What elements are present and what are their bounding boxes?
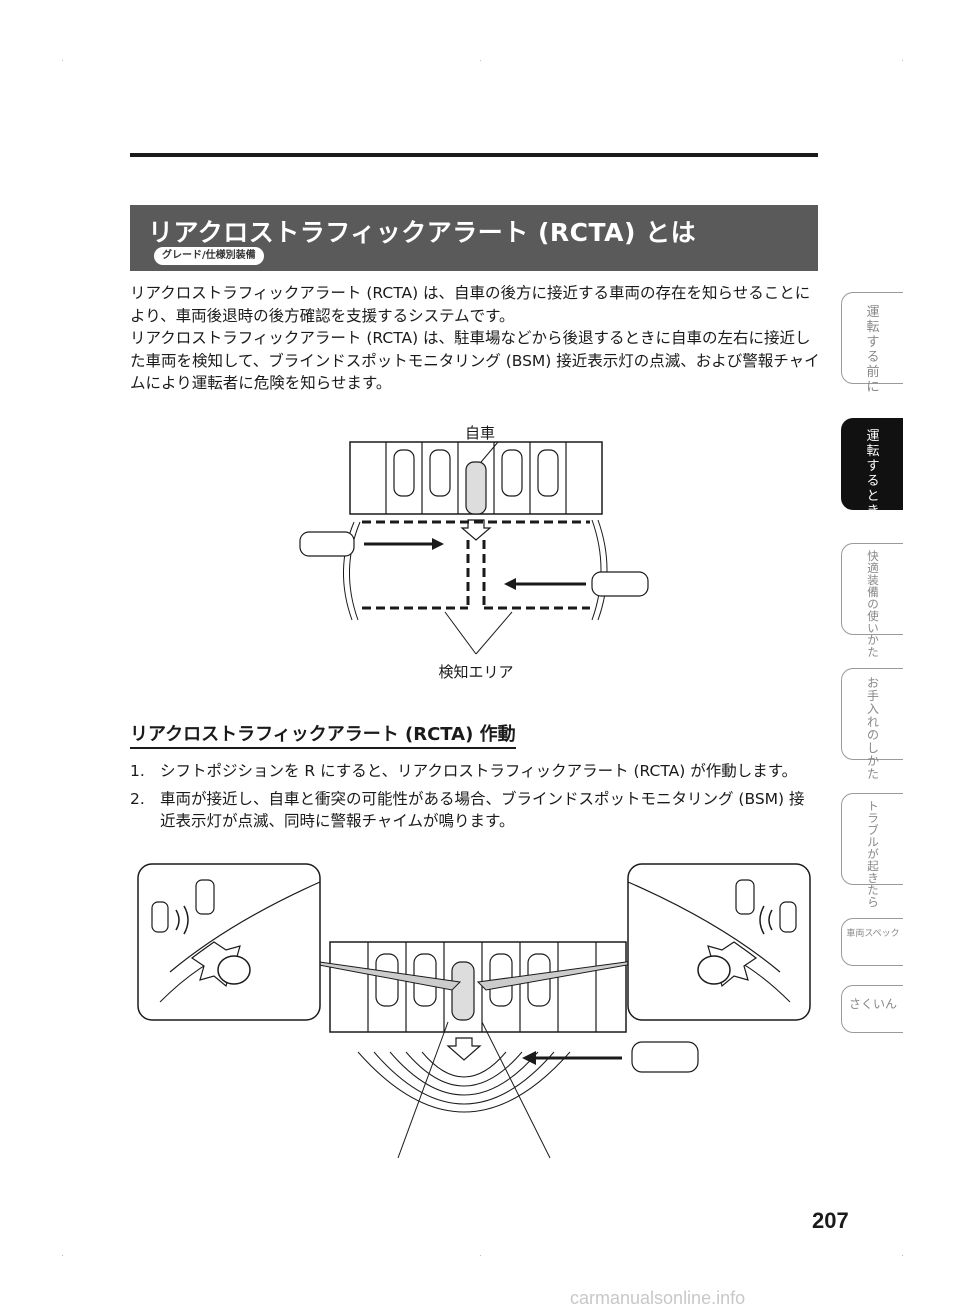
step-number: 2. [130,790,145,808]
rcta-operation-figure [137,863,811,1159]
step-list: 1. シフトポジションを R にすると、リアクロストラフィックアラート (RCT… [130,760,820,838]
grade-badge: グレード/仕様別装備 [154,247,264,265]
page-number: 207 [812,1208,849,1233]
step-number: 1. [130,762,145,780]
tab-label: 車両スペック [846,929,900,939]
tab-label: 運転するときに [866,429,880,534]
tab-troubleshooting[interactable]: トラブルが起きたら [841,793,903,908]
section-header: リアクロストラフィックアラート (RCTA) とは グレード/仕様別装備 [130,205,818,271]
crop-mark [480,1255,481,1256]
rcta-detection-area-figure: 自車 検知エリア [299,424,649,681]
sub-heading: リアクロストラフィックアラート (RCTA) 作動 [130,720,516,749]
intro-text: リアクロストラフィックアラート (RCTA) は、自車の後方に接近する車両の存在… [130,282,820,395]
crop-mark [62,1255,63,1256]
tab-label: さくいん [848,997,897,1011]
tab-before-driving[interactable]: 運転する前に [841,292,903,395]
intro-paragraph-1: リアクロストラフィックアラート (RCTA) は、自車の後方に接近する車両の存在… [130,284,811,325]
step-text: シフトポジションを R にすると、リアクロストラフィックアラート (RCTA) … [160,762,798,780]
section-title: リアクロストラフィックアラート (RCTA) とは [148,218,697,247]
crop-mark [62,60,63,61]
tab-while-driving[interactable]: 運転するときに [841,418,903,534]
top-rule [130,153,818,157]
crop-mark [902,60,903,61]
tab-comfort-features[interactable]: 快適装備の使いかた [841,543,903,658]
own-car-label: 自車 [465,424,495,442]
tab-maintenance[interactable]: お手入れのしかた [841,668,903,781]
watermark: carmanualsonline.info [570,1288,746,1308]
step-item: 2. 車両が接近し、自車と衝突の可能性がある場合、ブラインドスポットモニタリング… [130,788,820,832]
tab-label: トラブルが起きたら [867,799,879,909]
crop-mark [480,60,481,61]
tab-label: 運転する前に [866,305,880,395]
tab-label: 快適装備の使いかた [867,549,879,659]
intro-paragraph-2: リアクロストラフィックアラート (RCTA) は、駐車場などから後退するときに自… [130,329,820,392]
tab-index[interactable]: さくいん [841,985,903,1033]
tab-specifications[interactable]: 車両スペック [841,918,903,966]
tab-label: お手入れのしかた [866,676,879,781]
crop-mark [902,1255,903,1256]
detection-area-label: 検知エリア [438,663,513,681]
step-item: 1. シフトポジションを R にすると、リアクロストラフィックアラート (RCT… [130,760,820,782]
step-text: 車両が接近し、自車と衝突の可能性がある場合、ブラインドスポットモニタリング (B… [160,790,805,830]
